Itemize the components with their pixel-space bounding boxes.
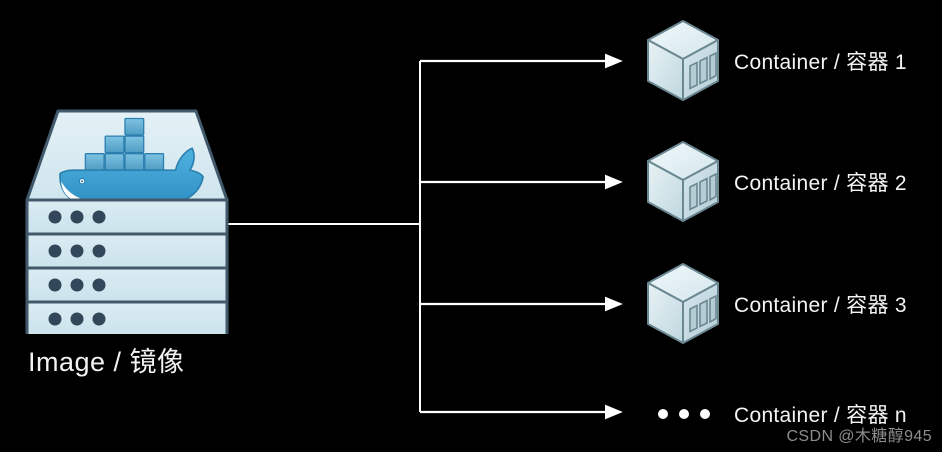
image-node-label: Image / 镜像 (28, 347, 185, 377)
container-row: Container / 容器 3 (644, 261, 942, 347)
container-cube-icon (644, 18, 722, 104)
rack-rows (25, 198, 229, 338)
container-label: Container / 容器 n (734, 404, 907, 427)
ellipsis-icon (658, 409, 710, 419)
container-label: Container / 容器 3 (734, 294, 907, 317)
container-cube-icon (644, 139, 722, 225)
container-cube-icon (644, 261, 722, 347)
container-row: Container / 容器 n (644, 371, 942, 452)
docker-image-node (22, 108, 232, 338)
container-label: Container / 容器 1 (734, 51, 907, 74)
container-row: Container / 容器 2 (644, 139, 942, 225)
container-label: Container / 容器 2 (734, 172, 907, 195)
docker-whale-icon (59, 117, 204, 206)
container-row: Container / 容器 1 (644, 18, 942, 104)
docker-image-rack-icon (25, 109, 229, 338)
csdn-watermark: CSDN @木糖醇945 (786, 428, 932, 445)
